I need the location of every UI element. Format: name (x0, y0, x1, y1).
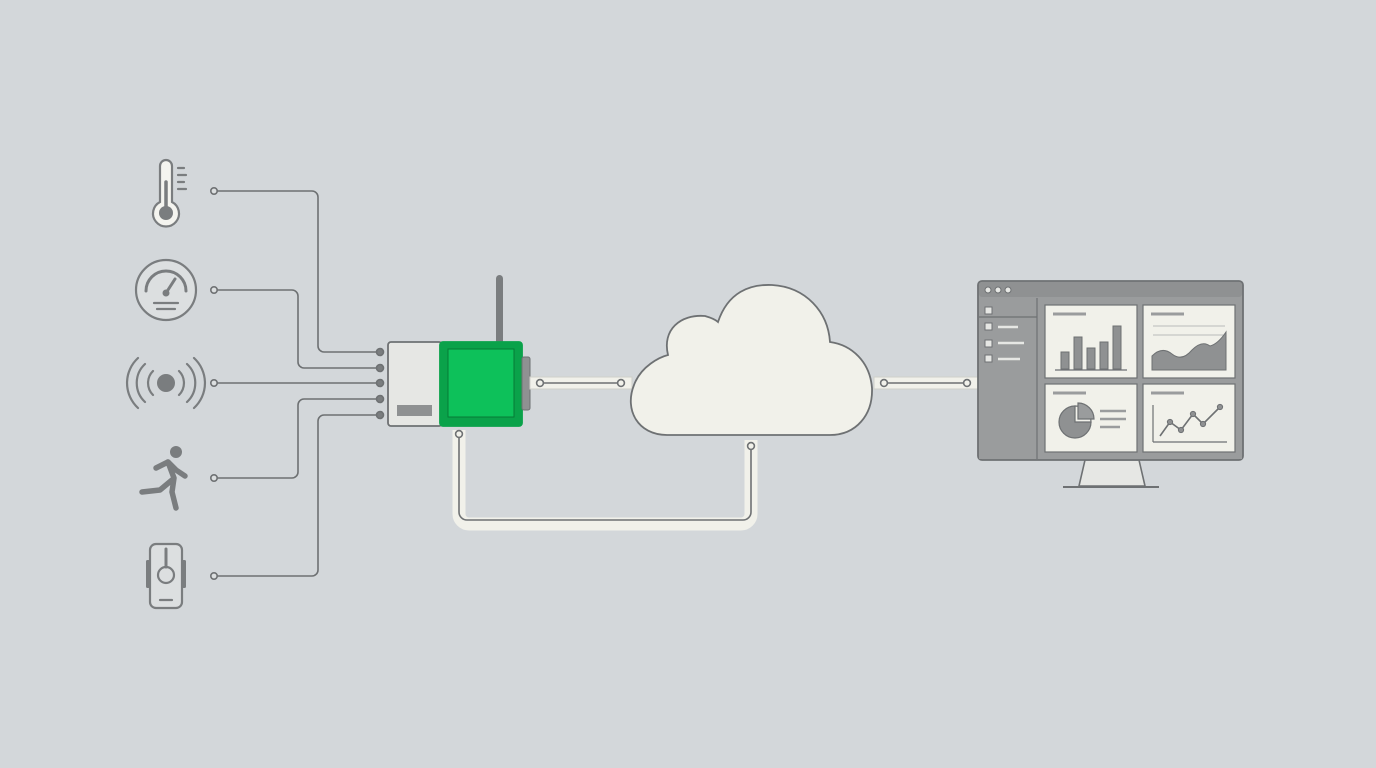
gateway-cloud-link (529, 376, 633, 390)
gateway-cloud-loop-link (452, 429, 758, 531)
sensor-wires (214, 190, 380, 577)
wire-motion (214, 398, 380, 479)
line-chart-widget (1142, 383, 1236, 453)
area-chart-widget (1142, 304, 1236, 379)
gauge-icon (134, 258, 198, 322)
cloud-icon (629, 284, 873, 436)
pie-chart-widget (1044, 383, 1138, 453)
iot-gateway-icon (387, 341, 531, 427)
vibration-sensor-icon (125, 356, 207, 410)
contact-switch-icon (146, 542, 186, 610)
antenna-icon (496, 275, 503, 345)
sidebar-items (984, 306, 993, 363)
wire-gauge (214, 289, 380, 369)
wire-thermometer (214, 190, 380, 353)
motion-sensor-icon (139, 446, 188, 511)
bar-chart-widget (1044, 304, 1138, 379)
wire-endpoints (210, 187, 385, 580)
cloud-dashboard-link (873, 376, 979, 390)
monitor-dashboard-icon (977, 280, 1244, 488)
thermometer-icon (151, 158, 188, 228)
wire-contact (214, 414, 380, 577)
